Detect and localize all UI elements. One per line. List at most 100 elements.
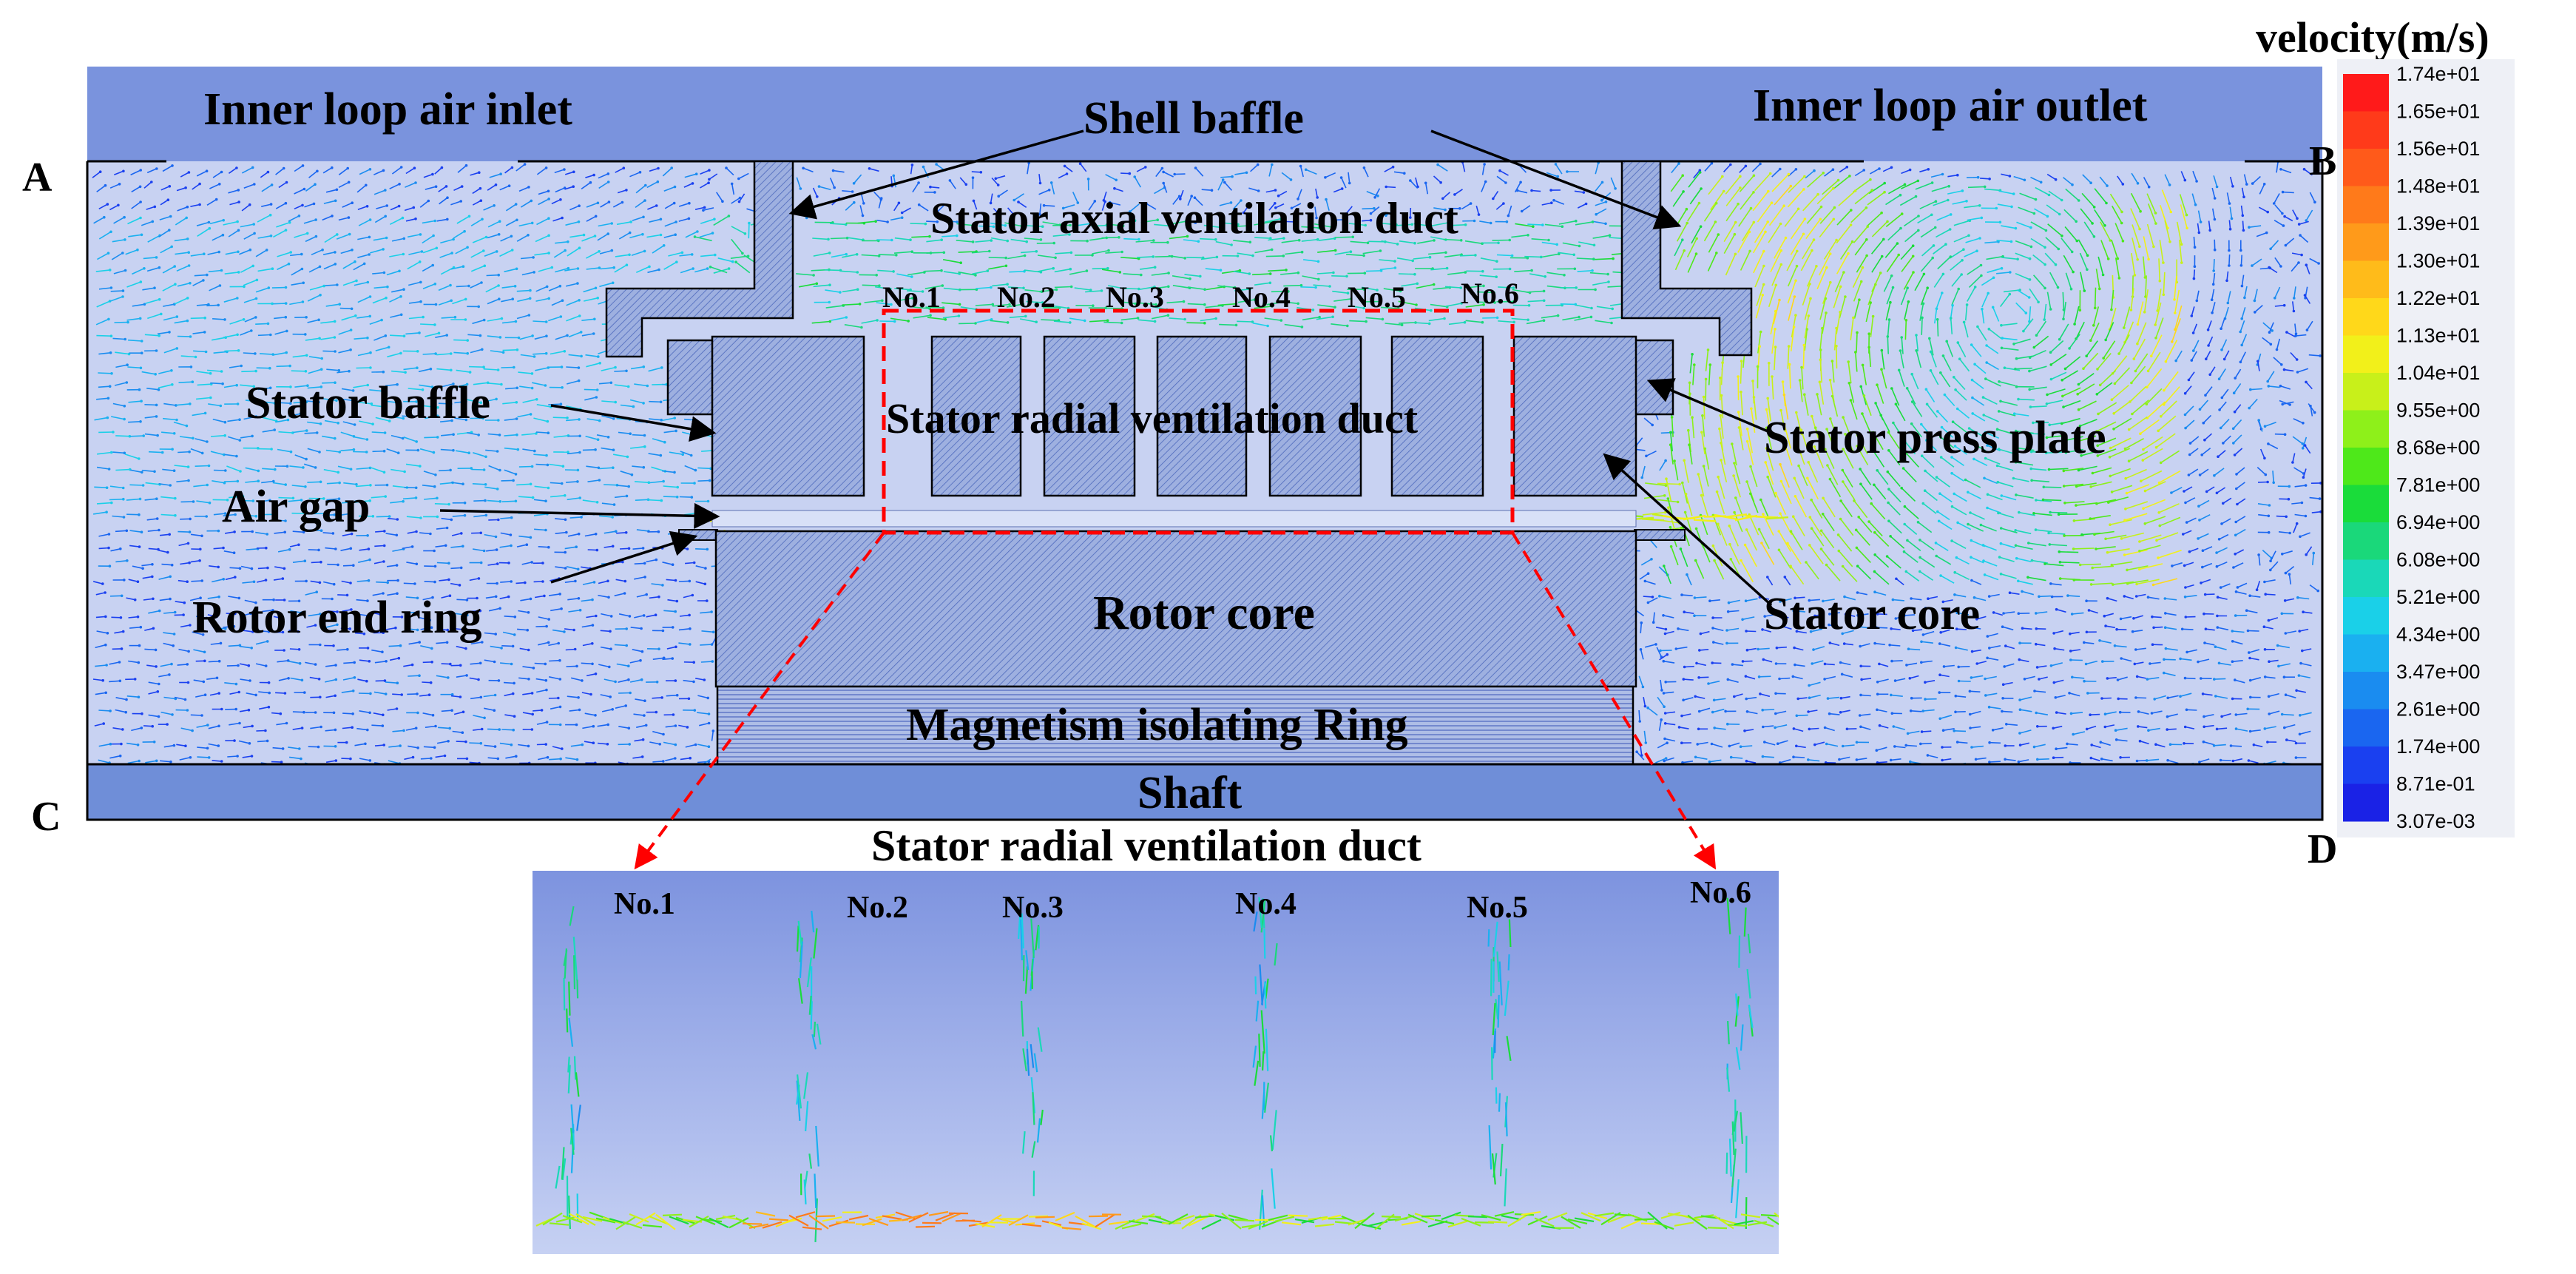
velocity-vector-head bbox=[158, 334, 160, 337]
velocity-vector-head bbox=[2079, 564, 2082, 567]
velocity-vector-head bbox=[565, 531, 568, 534]
velocity-vector-head bbox=[2240, 344, 2243, 347]
velocity-vector-head bbox=[1867, 520, 1870, 523]
velocity-vector-head bbox=[1740, 360, 1743, 363]
velocity-vector-head bbox=[597, 202, 600, 205]
velocity-vector-head bbox=[382, 560, 385, 563]
velocity-vector-head bbox=[265, 547, 268, 550]
velocity-vector-head bbox=[1802, 233, 1805, 236]
velocity-vector-head bbox=[1066, 172, 1069, 175]
velocity-vector-head bbox=[1199, 275, 1202, 278]
velocity-vector-head bbox=[675, 430, 677, 433]
velocity-vector-head bbox=[433, 451, 436, 454]
velocity-vector-head bbox=[1821, 327, 1824, 330]
velocity-vector-head bbox=[222, 547, 225, 550]
velocity-vector-head bbox=[431, 264, 434, 267]
velocity-vector bbox=[96, 336, 111, 337]
velocity-vector bbox=[441, 450, 453, 451]
velocity-vector-head bbox=[1778, 299, 1781, 302]
velocity-vector-head bbox=[2170, 211, 2173, 214]
velocity-vector-head bbox=[285, 181, 288, 184]
velocity-vector-head bbox=[382, 169, 385, 172]
velocity-vector-head bbox=[598, 266, 601, 269]
velocity-vector-head bbox=[419, 516, 422, 519]
velocity-vector-head bbox=[987, 269, 990, 272]
velocity-vector-head bbox=[2031, 559, 2034, 562]
velocity-vector-head bbox=[1842, 480, 1845, 483]
velocity-vector-head bbox=[1889, 301, 1892, 304]
velocity-vector-head bbox=[1670, 545, 1673, 548]
velocity-vector bbox=[1856, 333, 1857, 353]
velocity-vector-head bbox=[2208, 229, 2211, 232]
velocity-vector-head bbox=[1890, 387, 1893, 390]
velocity-vector-head bbox=[184, 186, 187, 189]
velocity-vector-head bbox=[711, 232, 714, 235]
velocity-vector-head bbox=[2173, 298, 2176, 301]
velocity-vector-head bbox=[274, 468, 277, 471]
velocity-vector-head bbox=[2285, 516, 2288, 519]
velocity-vector-head bbox=[1837, 533, 1840, 536]
velocity-vector-head bbox=[1986, 507, 1989, 510]
velocity-vector-head bbox=[1766, 576, 1769, 579]
velocity-vector-head bbox=[499, 172, 502, 175]
velocity-vector-head bbox=[510, 516, 513, 519]
velocity-vector-head bbox=[892, 270, 895, 273]
velocity-vector-head bbox=[2168, 240, 2171, 243]
velocity-vector-head bbox=[1963, 321, 1966, 324]
velocity-vector-head bbox=[2194, 246, 2197, 249]
velocity-vector-head bbox=[1971, 397, 1974, 400]
velocity-vector-head bbox=[2089, 517, 2092, 520]
velocity-vector-head bbox=[2028, 388, 2031, 391]
velocity-vector-head bbox=[594, 235, 597, 237]
velocity-vector bbox=[115, 530, 126, 531]
velocity-vector-head bbox=[1530, 269, 1533, 272]
velocity-vector-head bbox=[627, 385, 630, 388]
velocity-vector-head bbox=[1985, 361, 1988, 364]
velocity-vector-head bbox=[249, 203, 251, 206]
velocity-vector-head bbox=[2106, 184, 2109, 187]
velocity-vector-head bbox=[1774, 346, 1777, 348]
velocity-vector-head bbox=[1832, 168, 1835, 171]
velocity-vector-head bbox=[833, 186, 836, 189]
velocity-vector-head bbox=[369, 366, 372, 369]
velocity-vector-head bbox=[628, 547, 631, 550]
velocity-vector-head bbox=[240, 365, 243, 368]
velocity-vector-head bbox=[974, 322, 977, 325]
velocity-vector-head bbox=[2239, 361, 2242, 364]
velocity-vector-head bbox=[2110, 309, 2113, 311]
velocity-vector-head bbox=[578, 299, 581, 302]
velocity-vector-head bbox=[1766, 476, 1769, 479]
velocity-vector-head bbox=[901, 216, 904, 219]
velocity-vector-head bbox=[320, 357, 323, 360]
velocity-vector-head bbox=[564, 551, 567, 554]
velocity-vector-head bbox=[1385, 186, 1387, 189]
velocity-vector-head bbox=[117, 204, 120, 207]
velocity-vector-head bbox=[1839, 286, 1842, 289]
velocity-vector-head bbox=[1474, 254, 1477, 257]
velocity-vector-head bbox=[1601, 181, 1604, 184]
velocity-vector-head bbox=[508, 184, 511, 187]
velocity-vector-head bbox=[2035, 528, 2038, 531]
velocity-vector-head bbox=[566, 334, 569, 337]
velocity-vector-head bbox=[1730, 558, 1733, 561]
velocity-vector-head bbox=[138, 388, 141, 391]
velocity-vector-head bbox=[383, 450, 386, 453]
velocity-vector-head bbox=[1794, 314, 1797, 317]
velocity-vector-head bbox=[2212, 269, 2215, 272]
velocity-vector-head bbox=[576, 282, 579, 285]
velocity-vector-head bbox=[2233, 391, 2236, 394]
velocity-vector-head bbox=[109, 351, 112, 354]
velocity-vector-head bbox=[655, 559, 658, 562]
velocity-vector-head bbox=[1346, 325, 1349, 328]
velocity-vector bbox=[450, 567, 461, 568]
velocity-vector-head bbox=[799, 187, 802, 190]
velocity-vector-head bbox=[1519, 181, 1522, 184]
velocity-vector-head bbox=[612, 266, 615, 269]
velocity-vector-head bbox=[531, 465, 534, 468]
velocity-vector-head bbox=[612, 466, 615, 469]
velocity-vector-head bbox=[239, 439, 242, 442]
velocity-vector-head bbox=[1050, 181, 1053, 184]
velocity-vector-head bbox=[1796, 250, 1799, 253]
velocity-vector-head bbox=[1048, 189, 1051, 192]
velocity-vector-head bbox=[1938, 492, 1941, 495]
